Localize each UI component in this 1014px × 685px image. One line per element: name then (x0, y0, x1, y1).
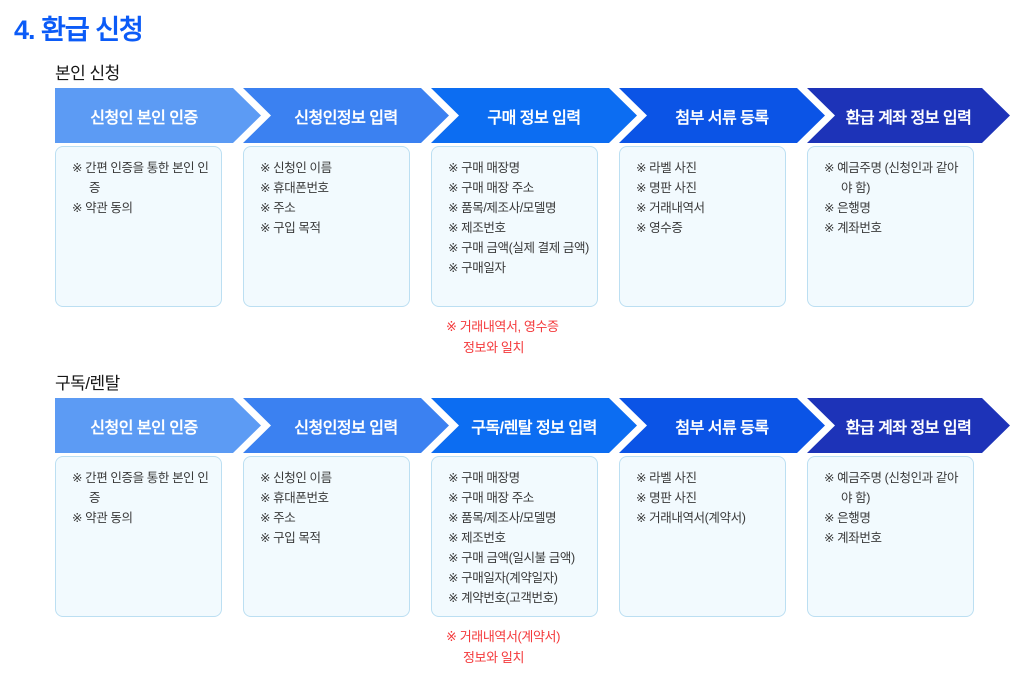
detail-item: ※ 구매 매장명 (448, 161, 520, 175)
detail-item: ※ 구매 매장명 (448, 471, 520, 485)
flow-step-arrow: 환급 계좌 정보 입력 (807, 88, 1010, 143)
flow-step-arrow: 첨부 서류 등록 (619, 398, 825, 453)
step-detail-box: ※ 예금주명 (신청인과 같아야 함) ※ 은행명 ※ 계좌번호 (807, 146, 974, 307)
detail-item: ※ 간편 인증을 통한 본인 인증 (72, 471, 209, 505)
detail-item: ※ 약관 동의 (72, 201, 133, 215)
detail-item: ※ 예금주명 (신청인과 같아야 함) (824, 161, 959, 195)
match-requirement-note: ※ 거래내역서(계약서) 정보와 일치 (446, 627, 656, 669)
flow-step-title: 구독/렌탈 정보 입력 (471, 419, 597, 437)
flow-step-arrow: 첨부 서류 등록 (619, 88, 825, 143)
section-personal-application: 본인 신청 신청인 본인 인증 신청인정보 입력 구매 정보 입력 첨부 서류 등록 환… (55, 59, 1014, 359)
detail-item: ※ 구입 목적 (260, 221, 321, 235)
detail-item: ※ 은행명 (824, 511, 871, 525)
section-label: 본인 신청 (55, 64, 120, 83)
detail-item: ※ 구매 매장 주소 (448, 181, 534, 195)
step-detail-row: ※ 간편 인증을 통한 본인 인증※ 약관 동의※ 신청인 이름※ 휴대폰번호※… (55, 456, 1014, 617)
flow-step-title: 신청인 본인 인증 (90, 109, 198, 127)
detail-item: ※ 구매일자(계약일자) (448, 571, 558, 585)
detail-item: ※ 명판 사진 (636, 491, 697, 505)
detail-item: ※ 구매일자 (448, 261, 506, 275)
detail-item: ※ 라벨 사진 (636, 161, 697, 175)
process-arrow-row: 신청인 본인 인증 신청인정보 입력 구매 정보 입력 첨부 서류 등록 환급 계좌 정… (55, 88, 1014, 143)
detail-item: ※ 휴대폰번호 (260, 491, 329, 505)
detail-item: ※ 신청인 이름 (260, 471, 332, 485)
detail-item: ※ 구매 금액(일시불 금액) (448, 551, 575, 565)
detail-item: ※ 영수증 (636, 221, 683, 235)
note-line: ※ 거래내역서, 영수증 (446, 319, 559, 334)
flow-step-title: 신청인정보 입력 (294, 419, 398, 437)
section-subscription-rental: 구독/렌탈 신청인 본인 인증 신청인정보 입력 구독/렌탈 정보 입력 첨부 서류 … (55, 369, 1014, 669)
detail-item: ※ 구매 금액(실제 결제 금액) (448, 241, 589, 255)
step-detail-box: ※ 구매 매장명 ※ 구매 매장 주소 ※ 품목/제조사/모델명 ※ 제조번호 ※ 구매… (431, 146, 598, 307)
flow-step-arrow: 환급 계좌 정보 입력 (807, 398, 1010, 453)
step-detail-box: ※ 구매 매장명 ※ 구매 매장 주소 ※ 품목/제조사/모델명 ※ 제조번호 ※ 구매… (431, 456, 598, 617)
detail-item: ※ 은행명 (824, 201, 871, 215)
flow-step-title: 환급 계좌 정보 입력 (845, 419, 972, 437)
step-detail-box: ※ 간편 인증을 통한 본인 인증 ※ 약관 동의 (55, 456, 222, 617)
detail-item: ※ 제조번호 (448, 531, 506, 545)
flow-step-title: 환급 계좌 정보 입력 (845, 109, 972, 127)
detail-item: ※ 휴대폰번호 (260, 181, 329, 195)
flow-step-arrow: 신청인 본인 인증 (55, 398, 261, 453)
flow-step-title: 첨부 서류 등록 (675, 109, 769, 127)
flow-step-title: 구매 정보 입력 (487, 109, 581, 127)
detail-item: ※ 계약번호(고객번호) (448, 591, 558, 605)
step-detail-box: ※ 라벨 사진 ※ 명판 사진 ※ 거래내역서 ※ 영수증 (619, 146, 786, 307)
flow-step-title: 신청인 본인 인증 (90, 419, 198, 437)
step-detail-box: ※ 예금주명 (신청인과 같아야 함) ※ 은행명 ※ 계좌번호 (807, 456, 974, 617)
detail-item: ※ 약관 동의 (72, 511, 133, 525)
flow-step-title: 신청인정보 입력 (294, 109, 398, 127)
detail-item: ※ 간편 인증을 통한 본인 인증 (72, 161, 209, 195)
step-detail-box: ※ 신청인 이름 ※ 휴대폰번호 ※ 주소 ※ 구입 목적 (243, 456, 410, 617)
note-line: ※ 거래내역서(계약서) (446, 629, 561, 644)
process-arrow-row: 신청인 본인 인증 신청인정보 입력 구독/렌탈 정보 입력 첨부 서류 등록 환급 계… (55, 398, 1014, 453)
detail-item: ※ 계좌번호 (824, 221, 882, 235)
detail-item: ※ 거래내역서(계약서) (636, 511, 746, 525)
step-detail-box: ※ 라벨 사진 ※ 명판 사진 ※ 거래내역서(계약서) (619, 456, 786, 617)
flow-step-arrow: 구매 정보 입력 (431, 88, 637, 143)
detail-item: ※ 신청인 이름 (260, 161, 332, 175)
detail-item: ※ 라벨 사진 (636, 471, 697, 485)
detail-item: ※ 제조번호 (448, 221, 506, 235)
detail-item: ※ 구입 목적 (260, 531, 321, 545)
flow-step-arrow: 신청인정보 입력 (243, 88, 449, 143)
flow-step-title: 첨부 서류 등록 (675, 419, 769, 437)
section-label: 구독/렌탈 (55, 374, 120, 393)
flow-step-arrow: 구독/렌탈 정보 입력 (431, 398, 637, 453)
detail-item: ※ 거래내역서 (636, 201, 705, 215)
note-line: 정보와 일치 (463, 649, 525, 665)
step-detail-row: ※ 간편 인증을 통한 본인 인증※ 약관 동의※ 신청인 이름※ 휴대폰번호※… (55, 146, 1014, 307)
detail-item: ※ 계좌번호 (824, 531, 882, 545)
step-detail-box: ※ 간편 인증을 통한 본인 인증 ※ 약관 동의 (55, 146, 222, 307)
step-detail-box: ※ 신청인 이름 ※ 휴대폰번호 ※ 주소 ※ 구입 목적 (243, 146, 410, 307)
detail-item: ※ 품목/제조사/모델명 (448, 511, 557, 525)
detail-item: ※ 주소 (260, 511, 296, 525)
note-line: 정보와 일치 (463, 339, 525, 355)
flow-step-arrow: 신청인 본인 인증 (55, 88, 261, 143)
detail-item: ※ 예금주명 (신청인과 같아야 함) (824, 471, 959, 505)
flow-step-arrow: 신청인정보 입력 (243, 398, 449, 453)
detail-item: ※ 명판 사진 (636, 181, 697, 195)
detail-item: ※ 품목/제조사/모델명 (448, 201, 557, 215)
detail-item: ※ 주소 (260, 201, 296, 215)
page-title: 4. 환급 신청 (14, 15, 144, 45)
detail-item: ※ 구매 매장 주소 (448, 491, 534, 505)
